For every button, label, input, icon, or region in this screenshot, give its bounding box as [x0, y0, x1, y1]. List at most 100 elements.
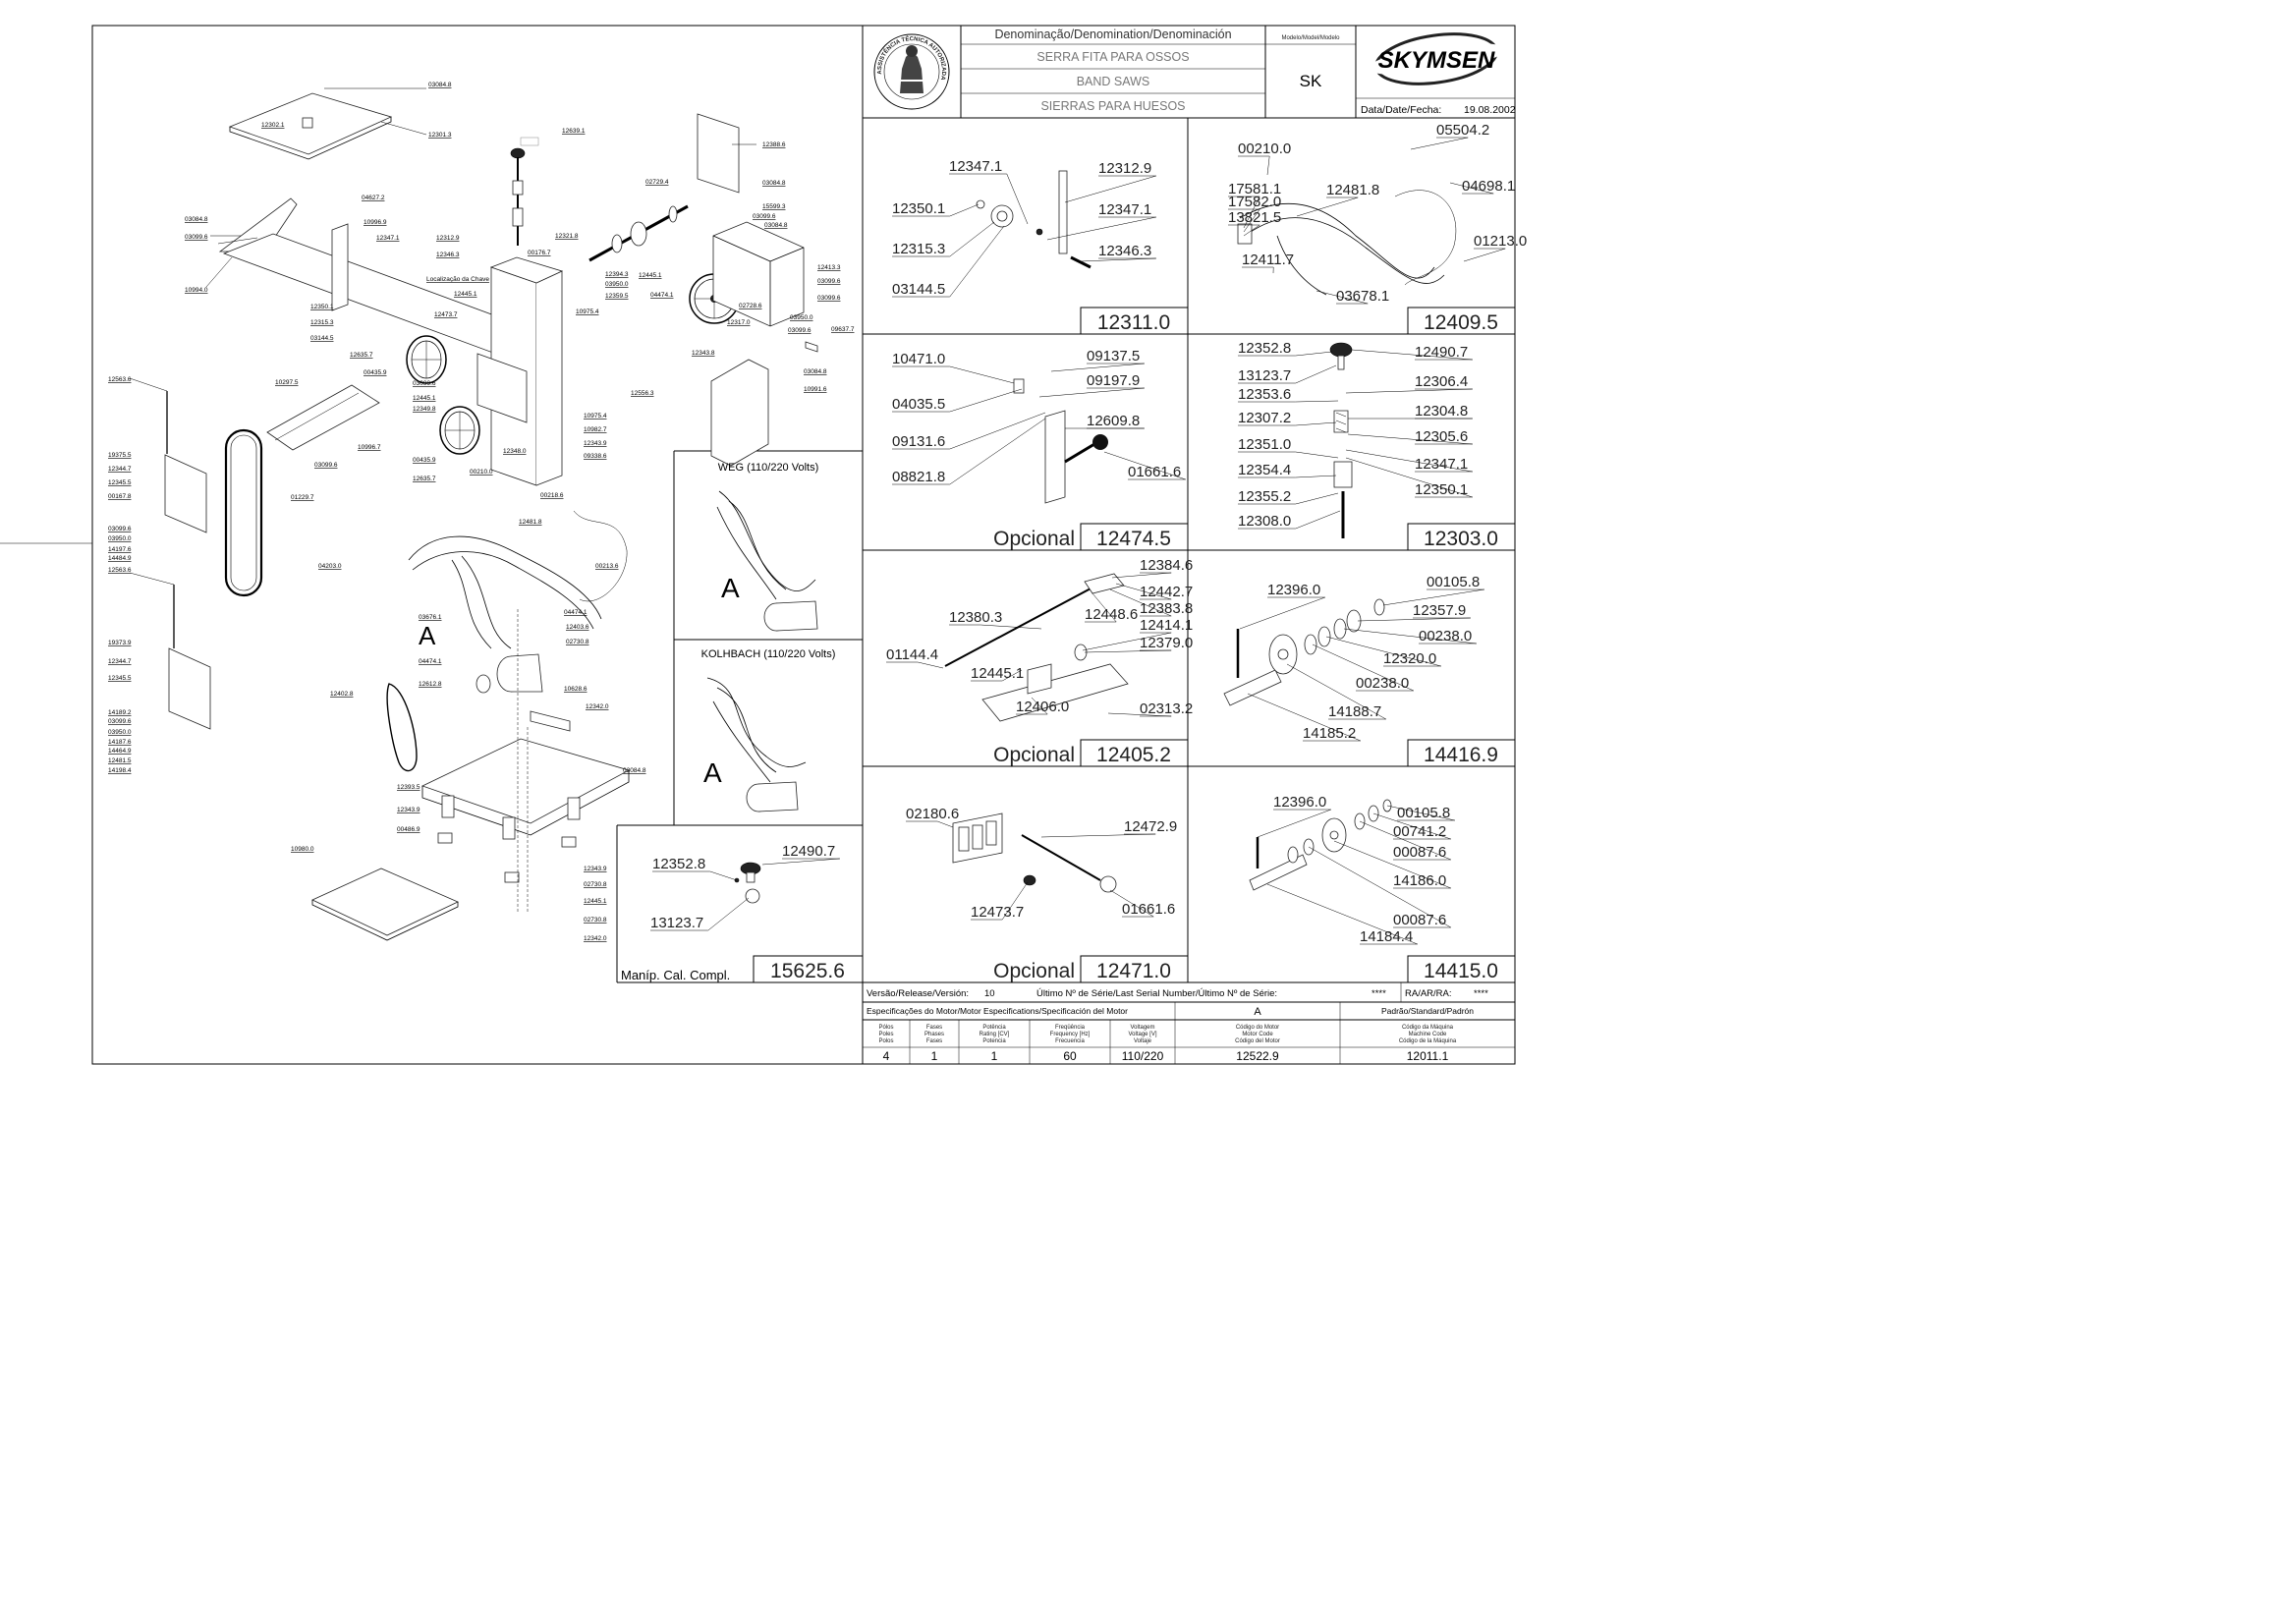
leader-line [1345, 457, 1473, 498]
leader-line [1107, 712, 1172, 717]
leader-line [1308, 846, 1451, 928]
callout-label: 13123.7 [650, 915, 703, 931]
callout-label: 14184.4 [1360, 928, 1413, 945]
part-label: 03144.5 [310, 335, 334, 342]
callout-label: 14186.0 [1393, 872, 1446, 889]
callout-label: 12347.1 [1415, 456, 1468, 473]
date-label: Data/Date/Fecha: [1361, 104, 1441, 116]
callout-label: 12380.3 [949, 609, 1002, 626]
main-exploded-view: A [129, 87, 818, 941]
callout-label: 12306.4 [1415, 373, 1468, 390]
leader-line [761, 858, 840, 866]
leader-line [1295, 364, 1337, 384]
panel-14415-labels: 12396.000105.800741.200087.614186.000087… [1257, 794, 1455, 945]
callout-label: 12308.0 [1238, 513, 1291, 530]
part-label: 12556.3 [631, 390, 654, 397]
leader-line [1372, 812, 1451, 840]
guide-ruler [266, 384, 380, 451]
ra-label: RA/AR/RA: [1405, 988, 1452, 999]
leader-line [1351, 349, 1473, 361]
callout-label: 17582.0 [1228, 194, 1281, 210]
leader-line [949, 203, 980, 217]
footer-header-line: Polos [878, 1038, 893, 1044]
part-label: 00435.9 [364, 369, 387, 376]
leader-line [1345, 388, 1473, 394]
part-label: 10996.9 [364, 219, 387, 226]
part-label: 03676.1 [419, 614, 442, 621]
part-label: 10975.4 [576, 308, 599, 315]
footer-header-line: Fases [926, 1025, 942, 1031]
part-label: 14187.6 [108, 739, 132, 746]
callout-label: 12350.1 [1415, 481, 1468, 498]
part-label: 12350.1 [310, 304, 334, 310]
weg-letter: A [721, 573, 740, 603]
callout-label: 00238.0 [1419, 628, 1472, 644]
callout-label: 12396.0 [1267, 582, 1320, 598]
part-label: 10297.5 [275, 379, 299, 386]
side-plate [331, 223, 349, 311]
part-label: 12302.1 [261, 122, 285, 129]
footer-column-headers: PólosPolesPolosFasesPhasesFasesPotênciaR… [878, 1025, 1456, 1044]
callout-label: 04035.5 [892, 396, 945, 413]
leader-line [1295, 475, 1337, 478]
panel-15625-caption: Maníp. Cal. Compl. [621, 968, 730, 982]
authorized-service-seal: ASSISTÊNCIA TÉCNICA AUTORIZADA [873, 33, 950, 110]
part-label: 02728.6 [739, 303, 762, 309]
callout-label: 12396.0 [1273, 794, 1326, 811]
callout-label: 12473.7 [971, 904, 1024, 921]
leader-line [1286, 663, 1386, 720]
part-label: 12343.9 [584, 866, 607, 872]
part-label: 03099.6 [817, 278, 841, 285]
footer-value: 1 [991, 1049, 998, 1063]
callout-label: 12312.9 [1098, 160, 1151, 177]
part-label: 12639.1 [562, 128, 586, 135]
kolhbach-title: KOLHBACH (110/220 Volts) [701, 648, 836, 660]
callout-label: 00741.2 [1393, 823, 1446, 840]
leader-line [980, 624, 1042, 630]
callout-label: 01144.4 [886, 646, 938, 663]
leader-line [1325, 636, 1441, 667]
part-label: 12563.6 [108, 567, 132, 574]
bottom-tray [311, 868, 459, 936]
part-label: 00218.6 [540, 492, 564, 499]
part-label: 03084.8 [185, 216, 208, 223]
svg-text:SKYMSEN: SKYMSEN [1378, 47, 1495, 74]
name-es: SIERRAS PARA HUESOS [1040, 99, 1185, 113]
leader-line [949, 221, 995, 257]
part-label: 03099.6 [413, 380, 436, 387]
part-label: 12343.9 [584, 440, 607, 447]
callout-label: 12352.8 [652, 856, 705, 872]
panel-14415-code: 14415.0 [1424, 960, 1498, 982]
part-label: 03084.8 [764, 222, 788, 229]
leader-line [1064, 175, 1156, 203]
footer-header-line: Código del Motor [1235, 1038, 1280, 1044]
leader-line [1046, 216, 1156, 241]
part-label: 03084.8 [762, 180, 786, 187]
part-label: 12346.3 [436, 252, 460, 258]
part-label: 12612.8 [419, 681, 442, 688]
part-label: 12445.1 [584, 898, 607, 905]
part-label: 03099.6 [185, 234, 208, 241]
callout-label: 12490.7 [1415, 344, 1468, 361]
footer-header-line: Pólos [878, 1025, 893, 1031]
part-label: 12345.5 [108, 675, 132, 682]
callout-label: 12307.2 [1238, 410, 1291, 426]
callout-label: 12357.9 [1413, 602, 1466, 619]
footer-value: 12522.9 [1236, 1049, 1279, 1063]
rear-panel [710, 359, 769, 467]
model-header: Modelo/Model/Modelo [1281, 35, 1340, 41]
serial-value: **** [1371, 988, 1386, 999]
panel-12409-code: 12409.5 [1424, 311, 1498, 334]
leader-line [1111, 572, 1172, 579]
part-label: 12348.0 [503, 448, 527, 455]
leader-line [1295, 351, 1333, 357]
version-value: 10 [984, 988, 995, 999]
footer-header-line: Frequency [Hz] [1050, 1032, 1091, 1037]
callout-label: 13123.7 [1238, 367, 1291, 384]
panel-15625-code: 15625.6 [770, 960, 845, 982]
leader-line [949, 365, 1015, 384]
footer-value: 4 [883, 1049, 890, 1063]
